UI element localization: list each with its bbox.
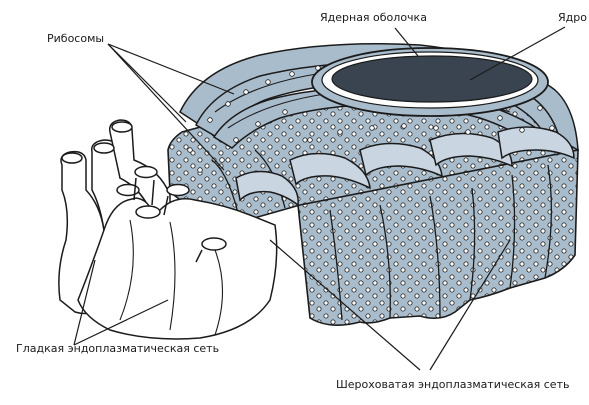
label-nucleus: Ядро: [558, 12, 587, 23]
label-nuclear-envelope: Ядерная оболочка: [320, 12, 427, 23]
label-rough-er: Шероховатая эндоплазматическая сеть: [336, 379, 569, 390]
label-smooth-er: Гладкая эндоплазматическая сеть: [16, 343, 219, 354]
nucleus: [312, 48, 548, 116]
label-ribosomes: Рибосомы: [47, 33, 104, 44]
